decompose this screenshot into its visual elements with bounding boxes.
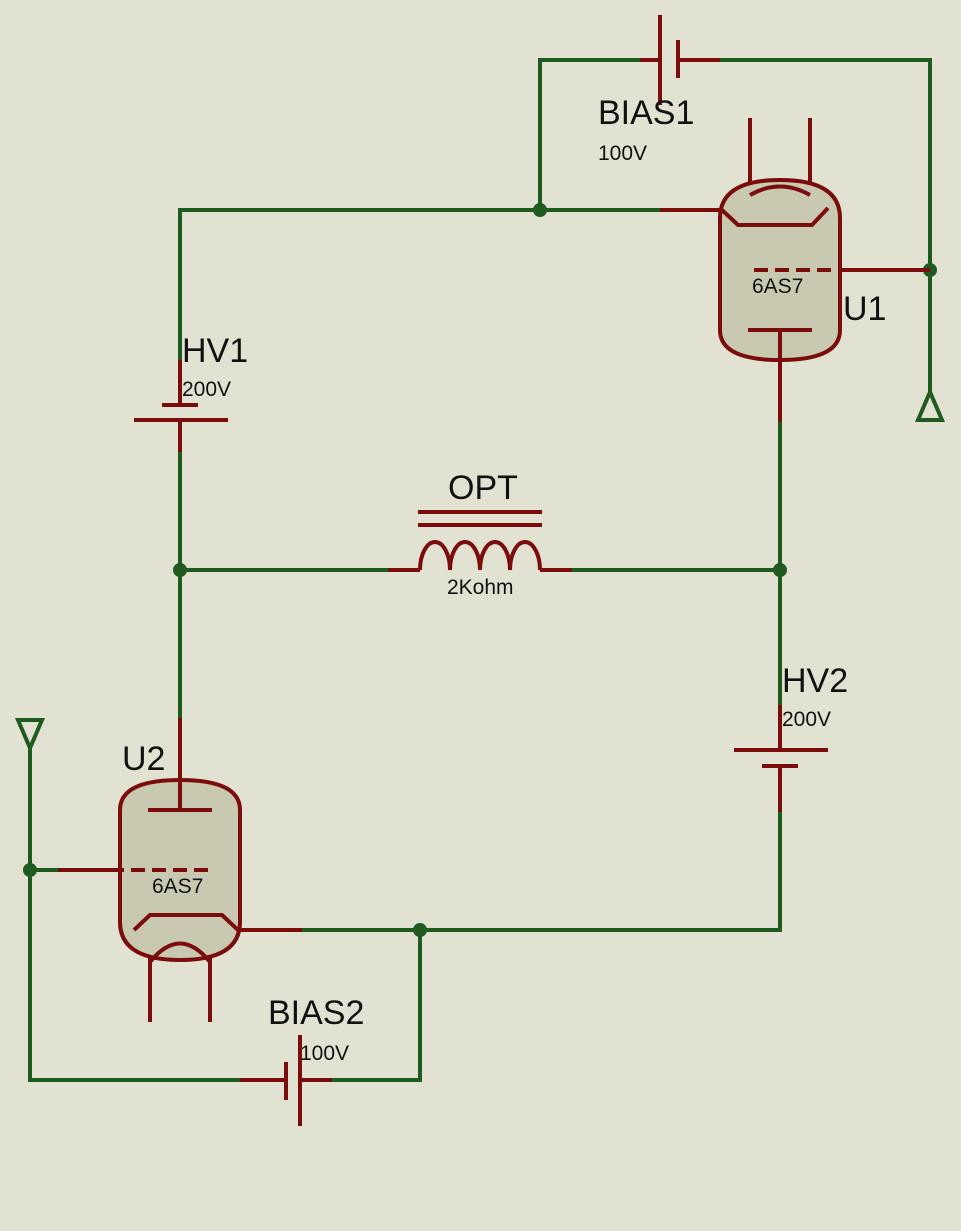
u2-ref-label: U2 [122, 740, 165, 778]
hv2-value-label: 200V [782, 708, 831, 731]
junction-dot [173, 563, 187, 577]
wire-bias1-right[interactable] [718, 58, 932, 392]
hv2-ref-label: HV2 [782, 662, 848, 700]
bias1-ref-label: BIAS1 [598, 94, 694, 132]
wire-bias2-right[interactable] [328, 928, 422, 1082]
u1-part-label: 6AS7 [752, 275, 803, 298]
bias1-value-label: 100V [598, 142, 647, 165]
u2-part-label: 6AS7 [152, 875, 203, 898]
junctions [23, 203, 937, 937]
hv1-value-label: 200V [182, 378, 231, 401]
junction-dot [533, 203, 547, 217]
hv1-ref-label: HV1 [182, 332, 248, 370]
u1-ref-label: U1 [843, 290, 886, 328]
junction-dot [413, 923, 427, 937]
inductor-opt[interactable]: OPT 2Kohm [388, 469, 572, 599]
wire-hv2-bottom[interactable] [298, 808, 782, 932]
bias2-ref-label: BIAS2 [268, 994, 364, 1032]
tube-u1[interactable]: 6AS7 U1 [660, 118, 930, 422]
battery-bias1[interactable]: BIAS1 100V [598, 15, 720, 165]
wire-bias1-left[interactable] [538, 58, 642, 212]
battery-hv1[interactable]: HV1 200V [134, 332, 248, 452]
bias2-value-label: 100V [300, 1042, 349, 1065]
opt-ref-label: OPT [448, 469, 518, 507]
battery-bias2[interactable]: BIAS2 100V [240, 994, 364, 1126]
battery-hv2[interactable]: HV2 200V [734, 662, 848, 812]
opt-value-label: 2Kohm [447, 576, 514, 599]
ground-terminal-u1[interactable] [914, 386, 946, 422]
wire-hv1-top[interactable] [178, 208, 542, 407]
wire-bias2-left[interactable] [28, 748, 242, 1082]
junction-dot [773, 563, 787, 577]
wires [28, 58, 932, 1082]
junction-dot [23, 863, 37, 877]
tube-u2[interactable]: 6AS7 U2 [58, 718, 302, 1022]
ground-terminal-u2[interactable] [14, 718, 46, 754]
